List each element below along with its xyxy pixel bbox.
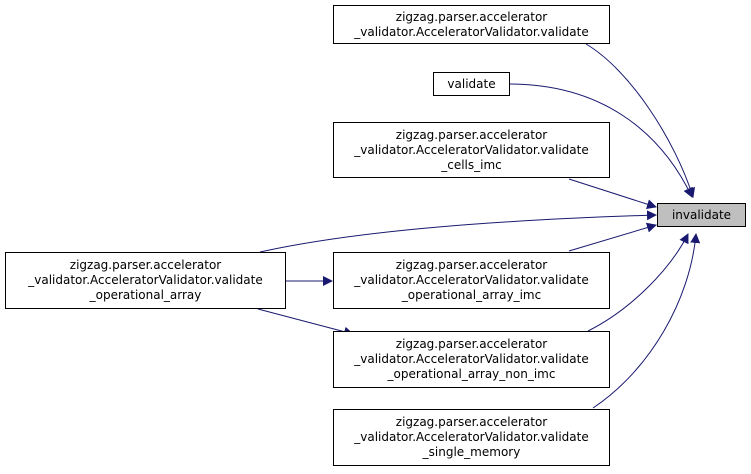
node-label-line: validate (447, 76, 496, 91)
node-validate-operational-array-non-imc[interactable]: zigzag.parser.accelerator _validator.Acc… (333, 331, 610, 388)
node-label-line: zigzag.parser.accelerator (395, 415, 548, 429)
node-validate-cells-imc[interactable]: zigzag.parser.accelerator _validator.Acc… (333, 122, 610, 178)
node-validate-short[interactable]: validate (433, 72, 510, 96)
node-invalidate: invalidate (657, 203, 746, 227)
node-label-line: _cells_imc (441, 157, 502, 172)
node-validate-operational-array-imc[interactable]: zigzag.parser.accelerator _validator.Acc… (333, 252, 610, 309)
node-label-line: _operational_array_imc (401, 288, 542, 302)
node-validate-qualified[interactable]: zigzag.parser.accelerator _validator.Acc… (333, 5, 610, 44)
edge-validate-operational-array-to-invalidate (259, 210, 657, 253)
node-label-line: zigzag.parser.accelerator (69, 258, 222, 272)
node-label-line: zigzag.parser.accelerator (395, 9, 548, 24)
node-label-line: _validator.AcceleratorValidator.validate (354, 430, 589, 444)
edge-validate-single-memory-to-invalidate (592, 233, 701, 409)
node-label-line: zigzag.parser.accelerator (395, 337, 548, 351)
node-label-line: _single_memory (422, 445, 521, 459)
node-label-line: _validator.AcceleratorValidator.validate (354, 142, 589, 157)
node-label-line: _operational_array_non_imc (387, 367, 556, 381)
node-label-line: _validator.AcceleratorValidator.validate (28, 273, 263, 287)
edge-validate-operational-array-to-non-imc (257, 308, 354, 337)
node-label-line: _validator.AcceleratorValidator.validate (354, 273, 589, 287)
node-label-line: _validator.AcceleratorValidator.validate (354, 24, 589, 39)
edge-validate-operational-array-imc-to-invalidate (568, 222, 657, 252)
node-label-line: zigzag.parser.accelerator (395, 258, 548, 272)
node-label-line: zigzag.parser.accelerator (395, 127, 548, 142)
node-label-line: invalidate (671, 207, 732, 222)
edge-validate-operational-array-non-imc-to-invalidate (587, 233, 689, 332)
node-validate-operational-array[interactable]: zigzag.parser.accelerator _validator.Acc… (5, 252, 286, 309)
node-validate-single-memory[interactable]: zigzag.parser.accelerator _validator.Acc… (333, 409, 610, 466)
edge-validate-qualified-to-invalidate (585, 43, 696, 198)
edge-validate-short-to-invalidate (508, 83, 693, 198)
edge-validate-cells-imc-to-invalidate (568, 178, 657, 210)
node-label-line: _validator.AcceleratorValidator.validate (354, 352, 589, 366)
node-label-line: _operational_array (89, 288, 202, 302)
